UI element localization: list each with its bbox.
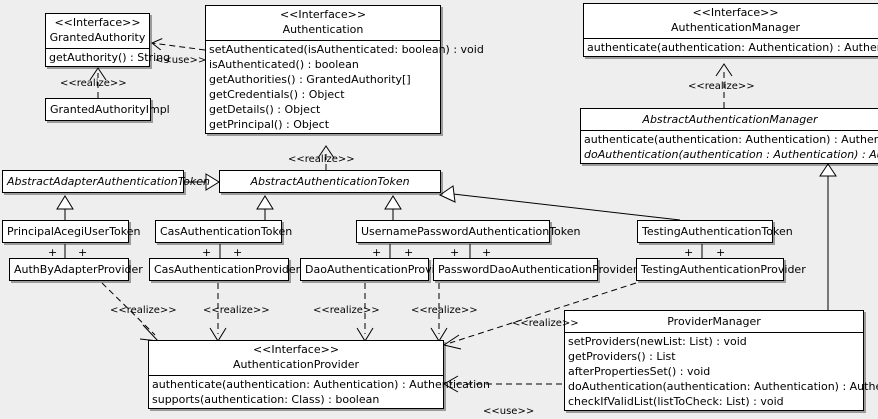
class-testing-authentication-token[interactable]: TestingAuthenticationToken: [637, 220, 793, 243]
assoc-plus-mark: +: [78, 246, 88, 259]
class-username-password-authentication-token[interactable]: UsernamePasswordAuthenticationToken: [356, 220, 581, 243]
operation-row: isAuthenticated() : boolean: [209, 58, 359, 71]
class-authentication-manager[interactable]: <<Interface>> AuthenticationManager auth…: [583, 3, 878, 57]
class-name-label: CasAuthenticationProvider: [154, 263, 301, 276]
operation-row: authenticate(authentication: Authenticat…: [152, 378, 490, 391]
assoc-plus-mark: +: [716, 246, 726, 259]
class-header: AbstractAuthenticationManager: [581, 109, 878, 130]
edge-label-use-granted-authority: <<use>>: [155, 55, 207, 66]
operations-compartment: authenticate(authentication: Authenticat…: [149, 375, 490, 408]
class-principal-acegi-user-token[interactable]: PrincipalAcegiUserToken: [2, 220, 141, 243]
class-name-label: AuthenticationManager: [671, 21, 800, 34]
class-abstract-authentication-manager[interactable]: AbstractAuthenticationManager authentica…: [580, 108, 878, 164]
operations-compartment: setProviders(newList: List) : void getPr…: [565, 332, 878, 410]
class-testing-authentication-provider[interactable]: TestingAuthenticationProvider: [636, 258, 806, 281]
operation-row: checkIfValidList(listToCheck: List) : vo…: [568, 395, 784, 408]
class-header: <<Interface>> Authentication: [206, 6, 440, 40]
operation-row: doAuthentication(authentication: Authent…: [568, 380, 878, 393]
assoc-plus-mark: +: [233, 246, 243, 259]
operation-row: setProviders(newList: List) : void: [568, 335, 747, 348]
class-header: <<Interface>> GrantedAuthority: [46, 14, 149, 48]
operation-row: getAuthorities() : GrantedAuthority[]: [209, 73, 411, 86]
operation-row: authenticate(authentication: Authenticat…: [587, 41, 878, 54]
class-name-label: Authentication: [282, 23, 364, 36]
class-authentication[interactable]: <<Interface>> Authentication setAuthenti…: [205, 5, 484, 134]
operation-row: getProviders() : List: [568, 350, 676, 363]
assoc-plus-mark: +: [684, 246, 694, 259]
edge-label-realize-abstract-authentication-manager: <<realize>>: [688, 81, 755, 92]
class-header: <<Interface>> AuthenticationProvider: [149, 341, 443, 375]
class-granted-authority-impl[interactable]: GrantedAuthorityImpl: [45, 98, 170, 121]
class-name-label: AbstractAuthenticationToken: [250, 175, 410, 188]
edge-label-realize-authentication-token: <<realize>>: [288, 154, 355, 165]
edge-label-realize-testing-provider: <<realize>>: [512, 318, 579, 329]
class-name-label: GrantedAuthorityImpl: [50, 103, 170, 116]
edge-label-realize-auth-by-adapter-provider: <<realize>>: [110, 305, 177, 316]
operations-compartment: getAuthority() : String: [46, 48, 171, 66]
operation-row: getPrincipal() : Object: [209, 118, 330, 131]
assoc-plus-mark: +: [404, 246, 414, 259]
assoc-plus-mark: +: [48, 246, 58, 259]
stereotype-label: <<Interface>>: [279, 8, 367, 21]
class-password-dao-authentication-provider[interactable]: PasswordDaoAuthenticationProvider: [433, 258, 638, 281]
edge-casauthenticationtoken-extends-abstractauthenticationtoken: [256, 195, 274, 220]
class-name-label: PrincipalAcegiUserToken: [7, 225, 141, 238]
edge-label-realize-password-dao-provider: <<realize>>: [411, 305, 478, 316]
assoc-plus-mark: +: [202, 246, 212, 259]
class-name-label: AbstractAuthenticationManager: [642, 113, 818, 126]
edge-label-realize-cas-provider: <<realize>>: [203, 305, 270, 316]
class-name-label: AuthByAdapterProvider: [14, 263, 143, 276]
class-name-label: ProviderManager: [667, 315, 761, 328]
edge-authentication-uses-grantedauthority: [152, 43, 206, 51]
class-name-label: TestingAuthenticationToken: [642, 225, 793, 238]
class-abstract-authentication-token[interactable]: AbstractAuthenticationToken: [219, 170, 441, 193]
stereotype-label: <<Interface>>: [54, 16, 141, 29]
class-header: <<Interface>> AuthenticationManager: [584, 4, 878, 38]
operation-row: afterPropertiesSet() : void: [568, 365, 711, 378]
assoc-plus-mark: +: [450, 246, 460, 259]
class-name-label: UsernamePasswordAuthenticationToken: [361, 225, 581, 238]
operations-compartment: authenticate(authentication: Authenticat…: [584, 38, 878, 56]
class-abstract-adapter-authentication-token[interactable]: AbstractAdapterAuthenticationToken: [2, 170, 210, 193]
class-cas-authentication-token[interactable]: CasAuthenticationToken: [155, 220, 293, 243]
edge-usernamepasswordtoken-extends-abstractauthenticationtoken: [384, 195, 402, 220]
class-authentication-provider[interactable]: <<Interface>> AuthenticationProvider aut…: [148, 340, 490, 409]
edge-testingauthenticationtoken-extends-abstractauthenticationtoken: [438, 185, 681, 221]
class-granted-authority[interactable]: <<Interface>> GrantedAuthority getAuthor…: [45, 13, 171, 67]
class-name-label: PasswordDaoAuthenticationProvider: [438, 263, 638, 276]
class-dao-authentication-provider[interactable]: DaoAuthenticationProvider: [300, 258, 453, 281]
class-auth-by-adapter-provider[interactable]: AuthByAdapterProvider: [9, 258, 143, 281]
assoc-plus-mark: +: [372, 246, 382, 259]
class-name-label: CasAuthenticationToken: [160, 225, 293, 238]
class-provider-manager[interactable]: ProviderManager setProviders(newList: Li…: [564, 310, 878, 411]
class-name-label: TestingAuthenticationProvider: [641, 263, 806, 276]
operation-row: getAuthority() : String: [49, 51, 171, 64]
class-cas-authentication-provider[interactable]: CasAuthenticationProvider: [149, 258, 301, 281]
operation-row: getCredentials() : Object: [209, 88, 345, 101]
edge-label-realize-granted-authority-impl: <<realize>>: [60, 78, 127, 89]
edge-principalacegiusertoken-extends-abstractadaptertoken: [56, 195, 74, 220]
operation-row: authenticate(authentication: Authenticat…: [584, 133, 878, 146]
edge-label-use-provider-manager: <<use>>: [483, 406, 535, 417]
operations-compartment: authenticate(authentication: Authenticat…: [581, 130, 878, 163]
class-name-label: GrantedAuthority: [49, 31, 146, 44]
edge-providermanager-extends-abstractauthenticationmanager: [819, 163, 837, 310]
operation-row: getDetails() : Object: [209, 103, 321, 116]
class-name-label: AbstractAdapterAuthenticationToken: [7, 175, 210, 188]
operation-row: supports(authentication: Class) : boolea…: [152, 393, 380, 406]
stereotype-label: <<Interface>>: [252, 343, 340, 356]
assoc-plus-mark: +: [482, 246, 492, 259]
operations-compartment: setAuthenticated(isAuthenticated: boolea…: [206, 40, 484, 133]
operation-row: doAuthentication(authentication : Authen…: [584, 148, 878, 161]
operation-row: setAuthenticated(isAuthenticated: boolea…: [209, 43, 484, 56]
stereotype-label: <<Interface>>: [692, 6, 779, 19]
class-name-label: DaoAuthenticationProvider: [305, 263, 453, 276]
class-header: ProviderManager: [565, 311, 863, 332]
edge-label-realize-dao-provider: <<realize>>: [313, 305, 380, 316]
class-name-label: AuthenticationProvider: [232, 358, 360, 371]
